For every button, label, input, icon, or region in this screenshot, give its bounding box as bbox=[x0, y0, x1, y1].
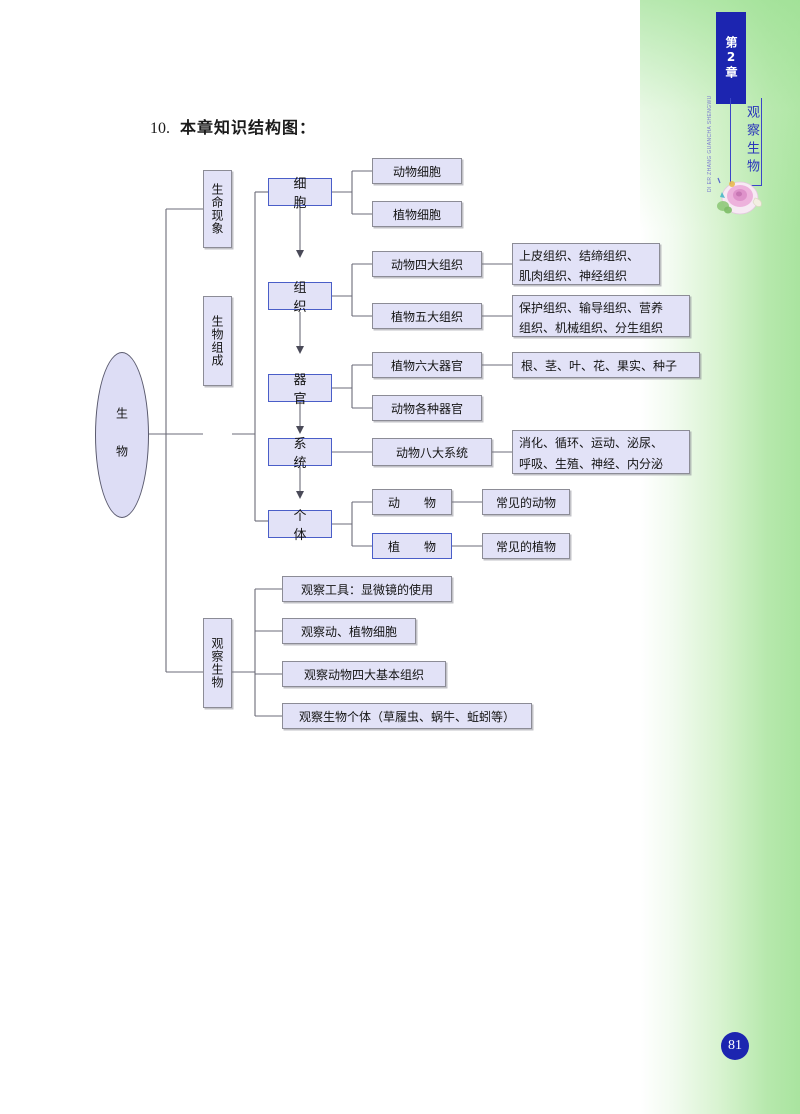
node-label: 组 织 bbox=[293, 281, 332, 315]
node-label: 植 物 bbox=[387, 539, 442, 554]
node-label: 动物四大组织 bbox=[390, 257, 463, 272]
detail-line: 肌肉组织、神经组织 bbox=[519, 269, 628, 283]
chapter-tab: 第2章 bbox=[716, 12, 746, 104]
node-biological-composition: 生物组成 bbox=[203, 296, 232, 386]
node-label: 生物组成 bbox=[210, 315, 224, 367]
detail-plant-five-tissues: 保护组织、输导组织、营养 组织、机械组织、分生组织 bbox=[512, 295, 690, 337]
detail-line: 上皮组织、结缔组织、 bbox=[519, 249, 640, 263]
node-label: 观察工具：显微镜的使用 bbox=[300, 582, 433, 597]
detail-line: 根、茎、叶、花、果实、种子 bbox=[521, 358, 678, 373]
node-observe-animal-tissues: 观察动物四大基本组织 bbox=[282, 661, 446, 687]
node-label: 细 胞 bbox=[293, 177, 332, 211]
node-label: 系 统 bbox=[293, 437, 332, 471]
node-observe-cells: 观察动、植物细胞 bbox=[282, 618, 416, 644]
node-plant: 植 物 bbox=[372, 533, 452, 559]
node-label: 植物五大组织 bbox=[390, 309, 463, 324]
detail-plant-six-organs: 根、茎、叶、花、果实、种子 bbox=[512, 352, 700, 378]
node-label: 动物细胞 bbox=[392, 164, 441, 179]
node-label: 观察生物个体（草履虫、蜗牛、蚯蚓等） bbox=[298, 709, 515, 724]
node-observation-tool: 观察工具：显微镜的使用 bbox=[282, 576, 452, 602]
detail-animal-four-tissues: 上皮组织、结缔组织、 肌肉组织、神经组织 bbox=[512, 243, 660, 285]
detail-line: 常见的动物 bbox=[495, 495, 556, 510]
node-label: 动 物 bbox=[387, 495, 442, 510]
node-label: 观察动物四大基本组织 bbox=[303, 667, 424, 682]
node-life-phenomena: 生命现象 bbox=[203, 170, 232, 248]
heading-number: 10. bbox=[150, 120, 170, 137]
node-label: 观察生物 bbox=[210, 637, 224, 689]
node-animal-four-tissues: 动物四大组织 bbox=[372, 251, 482, 277]
node-plant-five-tissues: 植物五大组织 bbox=[372, 303, 482, 329]
page-title: 10. 本章知识结构图： bbox=[150, 114, 316, 138]
node-system: 系 统 bbox=[268, 437, 332, 471]
detail-common-plants: 常见的植物 bbox=[482, 533, 570, 559]
node-label: 动物各种器官 bbox=[390, 401, 463, 416]
node-plant-six-organs: 植物六大器官 bbox=[372, 352, 482, 378]
heading-text: 本章知识结构图： bbox=[180, 120, 317, 137]
node-cell: 细 胞 bbox=[268, 177, 332, 211]
node-label: 植物细胞 bbox=[392, 207, 441, 222]
detail-line: 保护组织、输导组织、营养 bbox=[519, 301, 664, 315]
diagram-root-node: 生 物 bbox=[95, 352, 149, 518]
node-animal-cell: 动物细胞 bbox=[372, 158, 462, 184]
node-label: 植物六大器官 bbox=[390, 358, 463, 373]
page-number: 81 bbox=[721, 1032, 749, 1060]
node-plant-cell: 植物细胞 bbox=[372, 201, 462, 227]
node-label: 个 体 bbox=[293, 509, 332, 543]
detail-common-animals: 常见的动物 bbox=[482, 489, 570, 515]
node-label: 观察动、植物细胞 bbox=[300, 624, 397, 639]
detail-line: 呼吸、生殖、神经、内分泌 bbox=[519, 457, 664, 471]
diagram-root-label: 生 物 bbox=[114, 406, 129, 464]
detail-line: 组织、机械组织、分生组织 bbox=[519, 321, 664, 335]
detail-animal-eight-systems: 消化、循环、运动、泌尿、 呼吸、生殖、神经、内分泌 bbox=[512, 430, 690, 474]
node-label: 生命现象 bbox=[210, 183, 224, 235]
detail-line: 常见的植物 bbox=[495, 539, 556, 554]
node-organ: 器 官 bbox=[268, 373, 332, 407]
flower-icon bbox=[706, 168, 766, 220]
node-individual: 个 体 bbox=[268, 509, 332, 543]
node-label: 器 官 bbox=[293, 373, 332, 407]
node-animal-eight-systems: 动物八大系统 bbox=[372, 438, 492, 466]
chapter-label: 第2章 bbox=[724, 36, 738, 80]
node-animal: 动 物 bbox=[372, 489, 452, 515]
node-tissue: 组 织 bbox=[268, 281, 332, 315]
node-animal-various-organs: 动物各种器官 bbox=[372, 395, 482, 421]
detail-line: 消化、循环、运动、泌尿、 bbox=[519, 436, 664, 450]
node-label: 动物八大系统 bbox=[395, 445, 468, 460]
chapter-title: 观察生物 bbox=[744, 105, 759, 177]
node-observe-individuals: 观察生物个体（草履虫、蜗牛、蚯蚓等） bbox=[282, 703, 532, 729]
node-observe-organisms: 观察生物 bbox=[203, 618, 232, 708]
